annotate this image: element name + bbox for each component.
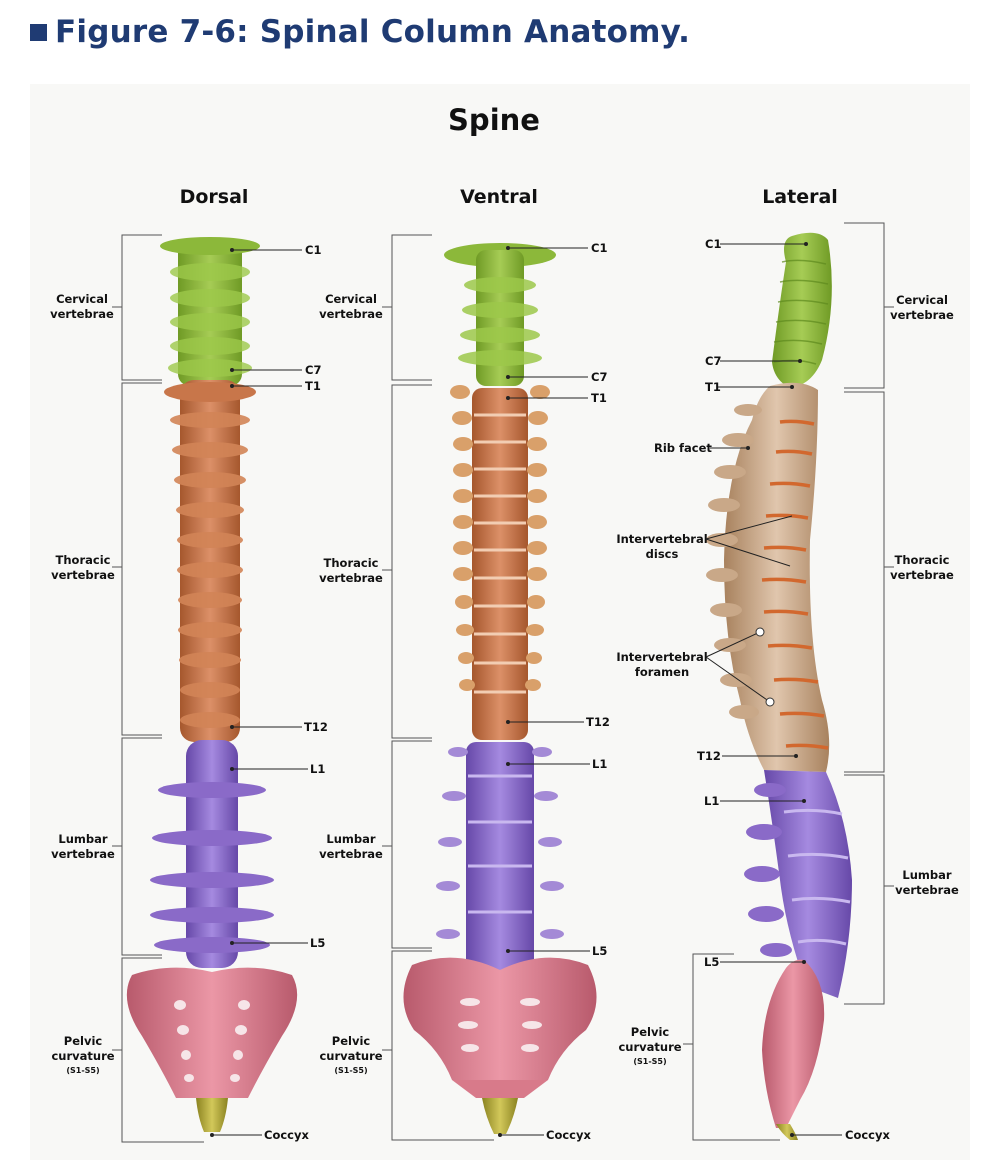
lateral-t12-label: T12 <box>697 749 721 763</box>
ventral-c1-label: C1 <box>591 241 607 255</box>
lateral-thoracic-processes <box>706 404 762 719</box>
lateral-coccyx-label: Coccyx <box>845 1128 890 1142</box>
view-title-dorsal: Dorsal <box>180 186 249 208</box>
dorsal-thoracic-bracket <box>112 382 162 736</box>
ventral-cervical-label-1: Cervical <box>325 292 377 306</box>
lateral-thoracic-bracket <box>844 391 894 773</box>
dorsal-thoracic-label-2: vertebrae <box>51 568 115 582</box>
lateral-lumbar <box>764 770 852 998</box>
ventral-c7-label: C7 <box>591 370 607 384</box>
ventral-cervical-label-2: vertebrae <box>319 307 383 321</box>
ventral-cervical <box>444 243 556 386</box>
title-square-icon <box>30 23 47 41</box>
lateral-pelvic-bracket <box>683 953 780 1141</box>
dorsal-sacrum <box>126 967 298 1098</box>
lateral-discs <box>761 419 829 750</box>
dorsal-cervical-label-2: vertebrae <box>50 307 114 321</box>
lateral-t1-label: T1 <box>705 380 721 394</box>
lateral-lumbar-label-1: Lumbar <box>902 868 951 882</box>
dorsal-l1-label: L1 <box>310 762 325 776</box>
ventral-l1-label: L1 <box>592 757 607 771</box>
ventral-thoracic-bracket <box>382 384 432 739</box>
dorsal-coccyx <box>196 1098 228 1132</box>
lateral-markers: C1 C7 T1 Rib facet Intervertebral discs … <box>616 237 890 1142</box>
dorsal-t12-label: T12 <box>304 720 328 734</box>
dorsal-thoracic <box>164 380 256 742</box>
ventral-thoracic <box>450 385 550 740</box>
lateral-cervical-bracket <box>844 222 894 389</box>
ventral-coccyx-label: Coccyx <box>546 1128 591 1142</box>
dorsal-spine <box>126 237 298 1132</box>
ventral-cervical-bracket <box>382 234 432 381</box>
lateral-lumbar-bracket <box>844 774 894 1005</box>
lateral-cervical-label-2: vertebrae <box>890 308 954 322</box>
lateral-c7-label: C7 <box>705 354 721 368</box>
ventral-pelvic-label-3: (S1-S5) <box>334 1066 367 1075</box>
dorsal-pelvic-bracket <box>112 957 204 1143</box>
dorsal-lumbar-bracket <box>112 737 162 956</box>
lateral-l5-label: L5 <box>704 955 719 969</box>
ventral-t12-label: T12 <box>586 715 610 729</box>
ventral-l5-label: L5 <box>592 944 607 958</box>
ventral-lumbar-label-1: Lumbar <box>326 832 375 846</box>
lateral-c1-label: C1 <box>705 237 721 251</box>
lateral-rib-facet-label: Rib facet <box>654 441 712 455</box>
dorsal-c1-label: C1 <box>305 243 321 257</box>
ventral-lumbar-bracket <box>382 740 432 949</box>
dorsal-markers: C1 C7 T1 T12 L1 L5 Coccyx <box>210 243 328 1142</box>
figure-title: Figure 7-6: Spinal Column Anatomy. <box>55 14 691 50</box>
dorsal-coccyx-label: Coccyx <box>264 1128 309 1142</box>
dorsal-t1-label: T1 <box>305 379 321 393</box>
dorsal-pelvic-label-1: Pelvic <box>64 1034 103 1048</box>
lateral-cervical <box>772 232 832 388</box>
dorsal-cervical-label-1: Cervical <box>56 292 108 306</box>
ventral-pelvic-label-2: curvature <box>319 1049 382 1063</box>
lateral-pelvic-label-2: curvature <box>618 1040 681 1054</box>
lateral-pelvic-label-1: Pelvic <box>631 1025 670 1039</box>
lateral-foramen-label-1: Intervertebral <box>616 650 707 664</box>
ventral-spine <box>403 243 597 1134</box>
ventral-markers: C1 C7 T1 T12 L1 L5 Coccyx <box>498 241 610 1142</box>
lateral-cervical-label-1: Cervical <box>896 293 948 307</box>
lateral-foramen-label-2: foramen <box>635 665 689 679</box>
ventral-sacrum <box>403 957 597 1098</box>
dorsal-pelvic-label-2: curvature <box>51 1049 114 1063</box>
ventral-coccyx <box>482 1098 518 1134</box>
lateral-spine <box>706 232 852 1140</box>
main-title: Spine <box>448 103 540 137</box>
dorsal-lumbar-label-2: vertebrae <box>51 847 115 861</box>
lateral-sacrum <box>762 959 825 1128</box>
dorsal-pelvic-label-3: (S1-S5) <box>66 1066 99 1075</box>
ventral-lumbar-label-2: vertebrae <box>319 847 383 861</box>
lateral-lumbar-label-2: vertebrae <box>895 883 959 897</box>
lateral-discs-label-1: Intervertebral <box>616 532 707 546</box>
view-title-ventral: Ventral <box>460 186 538 208</box>
ventral-lumbar <box>436 742 564 972</box>
dorsal-cervical-bracket <box>112 234 162 381</box>
dorsal-cervical <box>160 237 260 386</box>
lateral-thoracic <box>724 382 830 772</box>
dorsal-thoracic-label-1: Thoracic <box>56 553 111 567</box>
dorsal-lumbar-label-1: Lumbar <box>58 832 107 846</box>
lateral-l1-label: L1 <box>704 794 719 808</box>
ventral-thoracic-label-1: Thoracic <box>324 556 379 570</box>
lateral-thoracic-label-2: vertebrae <box>890 568 954 582</box>
lateral-thoracic-label-1: Thoracic <box>895 553 950 567</box>
ventral-pelvic-label-1: Pelvic <box>332 1034 371 1048</box>
view-title-lateral: Lateral <box>762 186 838 208</box>
lateral-pelvic-label-3: (S1-S5) <box>633 1057 666 1066</box>
dorsal-lumbar <box>150 740 274 968</box>
dorsal-c7-label: C7 <box>305 363 321 377</box>
lateral-discs-label-2: discs <box>646 547 679 561</box>
ventral-t1-label: T1 <box>591 391 607 405</box>
dorsal-l5-label: L5 <box>310 936 325 950</box>
ventral-thoracic-label-2: vertebrae <box>319 571 383 585</box>
ventral-pelvic-bracket <box>382 950 494 1141</box>
figure-title-row: Figure 7-6: Spinal Column Anatomy. <box>30 10 690 54</box>
lateral-coccyx <box>776 1124 798 1140</box>
